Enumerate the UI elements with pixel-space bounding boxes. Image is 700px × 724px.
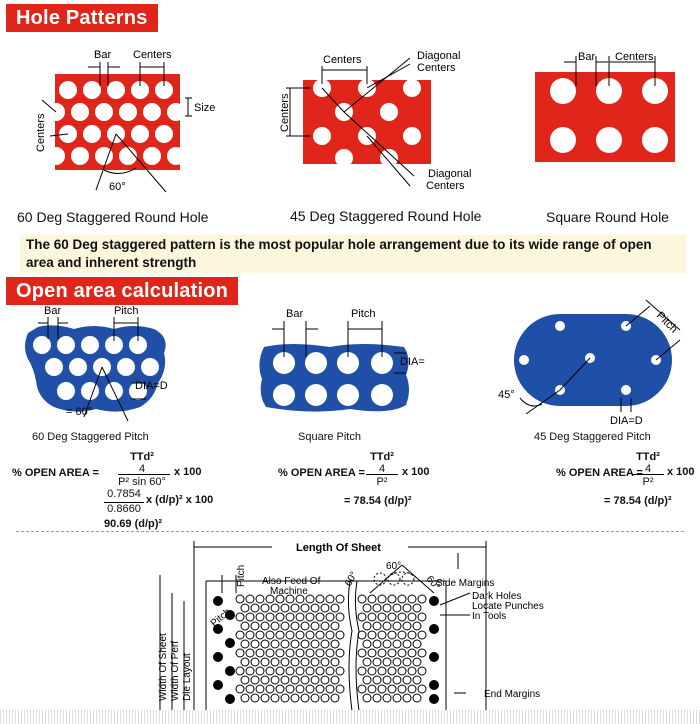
caption-45-staggered: 45 Deg Staggered Round Hole	[290, 208, 482, 224]
dimension-lines	[519, 299, 681, 415]
formula-60-four: 4	[138, 463, 146, 475]
formula-45-den: P²	[642, 476, 654, 488]
label-angle: 45°	[498, 389, 515, 401]
label-centers: Centers	[615, 51, 654, 63]
pattern-note: The 60 Deg staggered pattern is the most…	[20, 235, 686, 273]
diagram-square: Bar Centers	[535, 51, 675, 162]
formula-45-result: = 78.54 (d/p)²	[604, 495, 672, 507]
label-dark-holes-1: Dark Holes	[472, 591, 521, 602]
formula-sq-lhs: % OPEN AREA =	[278, 467, 365, 479]
dimension-lines	[272, 321, 406, 374]
diagram-60-pitch: Bar Pitch DIA=D = 60°	[25, 305, 168, 422]
label-angle: = 60°	[66, 406, 92, 418]
diagram-45-pitch: Pitch 45° DIA=D	[498, 299, 681, 427]
label-diagonal-bottom: Diagonal	[428, 168, 471, 180]
holes	[47, 81, 185, 165]
label-dia: DIA=D	[610, 415, 643, 427]
fraction-bar	[118, 474, 170, 475]
formula-60-l2-num: 0.7854	[107, 488, 141, 500]
label-bar: Bar	[286, 308, 303, 320]
dimension-lines	[564, 56, 656, 86]
label-diagonal-bottom-2: Centers	[426, 180, 465, 192]
label-diagonal-top: Diagonal	[417, 50, 460, 62]
dark-holes	[213, 596, 439, 704]
label-pitch-vertical: Pitch	[236, 565, 247, 587]
label-width-sheet: Width Of Sheet	[158, 633, 169, 701]
caption-square-pitch: Square Pitch	[298, 431, 361, 443]
caption-square: Square Round Hole	[546, 209, 669, 225]
label-dark-holes-3: In Tools	[472, 611, 506, 622]
formula-sq-times: x 100	[402, 466, 430, 478]
label-centers: Centers	[133, 49, 172, 61]
label-bar: Bar	[578, 51, 595, 63]
label-diagonal-top-2: Centers	[417, 62, 456, 74]
fraction-bar	[632, 474, 664, 475]
formula-60-times: x 100	[174, 466, 202, 478]
section-title-hole-patterns: Hole Patterns	[6, 4, 158, 32]
section-title-open-area: Open area calculation	[6, 277, 239, 305]
label-pitch: Pitch	[114, 305, 138, 317]
formula-60-l2-rest: x (d/p)² x 100	[146, 494, 214, 506]
label-feed-1: Also Feed Of	[262, 576, 321, 587]
formula-60-result: 90.69 (d/p)²	[104, 518, 163, 530]
label-length: Length Of Sheet	[296, 542, 381, 554]
formula-sq-four: 4	[378, 463, 386, 475]
fraction-bar	[366, 474, 398, 475]
label-angle-top: 60°	[386, 561, 401, 572]
diagram-sheet-layout: Length Of Sheet Pitch Pitch Also Feed Of…	[158, 541, 544, 711]
formula-sq-result: = 78.54 (d/p)²	[344, 495, 412, 507]
diagram-60-staggered: Bar Centers Size Centers 60°	[35, 49, 215, 193]
dimension-lines	[286, 57, 415, 187]
label-side-margins: Side Margins	[436, 578, 494, 589]
divider	[16, 531, 684, 532]
dimension-lines	[41, 62, 192, 193]
formula-sq-den: P²	[376, 476, 388, 488]
sheet-holes	[235, 572, 427, 703]
formula-sq-num: TTd²	[370, 451, 394, 463]
caption-45-pitch: 45 Deg Staggered Pitch	[534, 431, 651, 443]
caption-60-pitch: 60 Deg Staggered Pitch	[32, 431, 149, 443]
formula-45-num: TTd²	[636, 451, 660, 463]
label-centers-side: Centers	[279, 93, 291, 132]
sheet-lines	[159, 541, 487, 711]
label-feed-2: Machine	[270, 586, 308, 597]
label-dark-holes-2: Locate Punches	[472, 601, 544, 612]
label-dia: DIA=D	[400, 356, 425, 368]
fraction-bar	[104, 502, 144, 503]
label-centers-side: Centers	[35, 113, 47, 152]
diagram-45-staggered: Centers Centers Diagonal Centers Diagona…	[279, 50, 471, 192]
label-bar: Bar	[94, 49, 111, 61]
holes	[273, 352, 393, 406]
label-angle-left: 60°	[343, 570, 360, 589]
diagram-square-pitch: Bar Pitch DIA=D	[259, 308, 425, 412]
formula-60-den: P² sin 60°	[118, 476, 166, 488]
label-die-layout: Die Layout	[182, 653, 193, 701]
label-angle: 60°	[109, 181, 126, 193]
formula-45-lhs: % OPEN AREA =	[556, 467, 643, 479]
bottom-pattern	[0, 710, 700, 724]
label-width-perf: Width Of Perf	[170, 641, 181, 701]
label-dia: DIA=D	[135, 380, 168, 392]
formula-60-l2-den: 0.8660	[107, 503, 141, 515]
dimension-lines	[38, 317, 146, 422]
label-pitch: Pitch	[351, 308, 375, 320]
formula-45-four: 4	[644, 463, 652, 475]
caption-60-staggered: 60 Deg Staggered Round Hole	[17, 209, 209, 225]
label-size: Size	[194, 102, 215, 114]
label-bar: Bar	[44, 305, 61, 317]
label-end-margins: End Margins	[484, 689, 540, 700]
holes	[550, 78, 668, 153]
formula-60-num: TTd²	[130, 451, 154, 463]
formula-60-lhs: % OPEN AREA =	[12, 467, 99, 479]
formula-45-times: x 100	[667, 466, 695, 478]
label-centers: Centers	[323, 54, 362, 66]
holes	[33, 336, 159, 400]
